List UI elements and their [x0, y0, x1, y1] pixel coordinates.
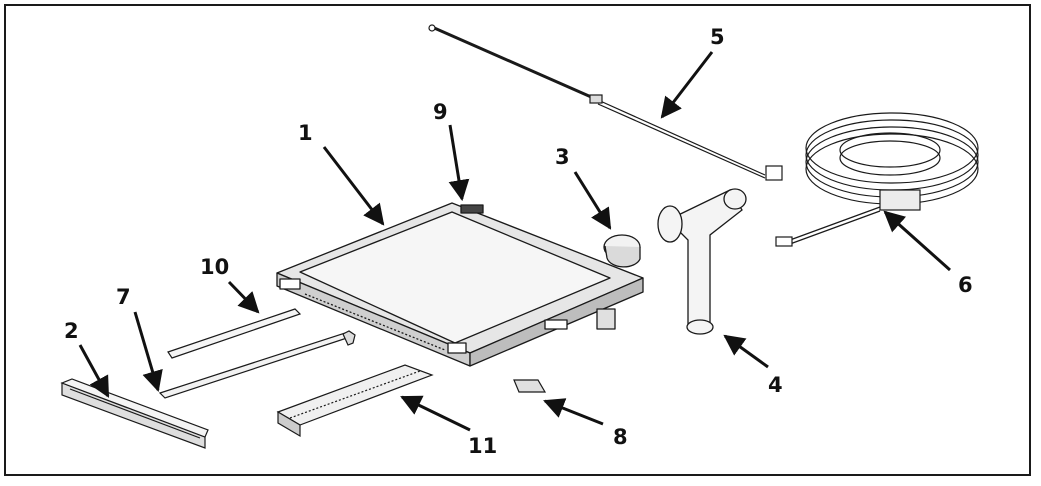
arrow-11 — [400, 395, 471, 432]
callout-9: 9 — [433, 100, 448, 124]
callout-4: 4 — [768, 373, 783, 397]
arrow-1 — [322, 146, 385, 226]
arrow-7 — [133, 311, 163, 393]
part-4-elbow-duct — [657, 188, 747, 335]
arrow-5 — [660, 51, 714, 119]
callout-10: 10 — [200, 255, 229, 279]
part-8-grille — [513, 379, 547, 393]
arrow-9 — [448, 124, 470, 202]
part-6-coiled-cable — [775, 112, 979, 247]
callout-6: 6 — [958, 273, 973, 297]
arrow-8 — [543, 398, 604, 426]
callout-3: 3 — [555, 145, 570, 169]
callout-1: 1 — [298, 121, 313, 145]
part-7-rod — [158, 330, 356, 399]
part-5-sensor-wire — [428, 24, 783, 181]
arrow-4 — [723, 334, 769, 369]
arrow-3 — [573, 171, 612, 230]
arrow-6 — [883, 210, 951, 272]
callout-arrows — [78, 51, 951, 432]
callout-7: 7 — [116, 285, 131, 309]
part-10-flat-bar — [167, 308, 302, 359]
arrow-10 — [227, 280, 260, 314]
diagram-frame — [4, 4, 1031, 476]
callout-2: 2 — [64, 319, 79, 343]
part-1-panel — [276, 202, 644, 367]
arrow-2 — [78, 344, 110, 398]
part-3-sleeve — [603, 234, 641, 268]
part-11-vent — [276, 364, 434, 438]
callout-5: 5 — [710, 25, 725, 49]
callout-8: 8 — [613, 425, 628, 449]
callout-11: 11 — [468, 434, 497, 458]
